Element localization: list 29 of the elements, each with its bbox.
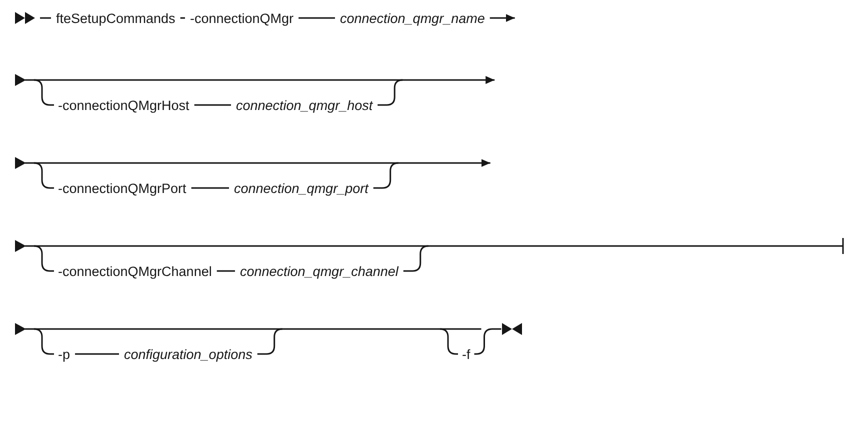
connector-line	[373, 162, 398, 189]
connector-line	[216, 270, 235, 272]
connector-line	[194, 104, 231, 106]
connector-line	[403, 245, 428, 272]
option-keyword: -connectionQMgrPort	[58, 180, 186, 196]
connector-line	[474, 328, 502, 355]
option-keyword: -p	[58, 346, 70, 362]
parameter-value: connection_qmgr_port	[234, 180, 368, 196]
option-keyword: -connectionQMgrChannel	[58, 262, 212, 280]
connector-line	[298, 17, 335, 19]
parameter-value: connection_qmgr_name	[340, 10, 485, 26]
connector-line	[191, 187, 229, 189]
parameter-value: configuration_options	[124, 346, 252, 362]
connector-line	[490, 14, 515, 22]
option-keyword: -connectionQMgrHost	[58, 96, 190, 114]
parameter-value: connection_qmgr_channel	[240, 262, 398, 280]
option-keyword: -f	[462, 346, 470, 362]
connector-line	[378, 79, 403, 106]
connector-line	[180, 17, 185, 19]
start-marker-icon	[15, 12, 35, 24]
parameter-value: connection_qmgr_host	[236, 96, 373, 114]
command-name: fteSetupCommands	[56, 10, 176, 26]
connector-line	[34, 328, 54, 355]
end-marker-icon	[502, 323, 522, 335]
option-keyword: -connectionQMgr	[190, 10, 294, 26]
connector-line	[75, 353, 119, 355]
connector-line	[40, 17, 51, 19]
connector-line	[440, 328, 458, 355]
connector-line	[257, 328, 282, 355]
